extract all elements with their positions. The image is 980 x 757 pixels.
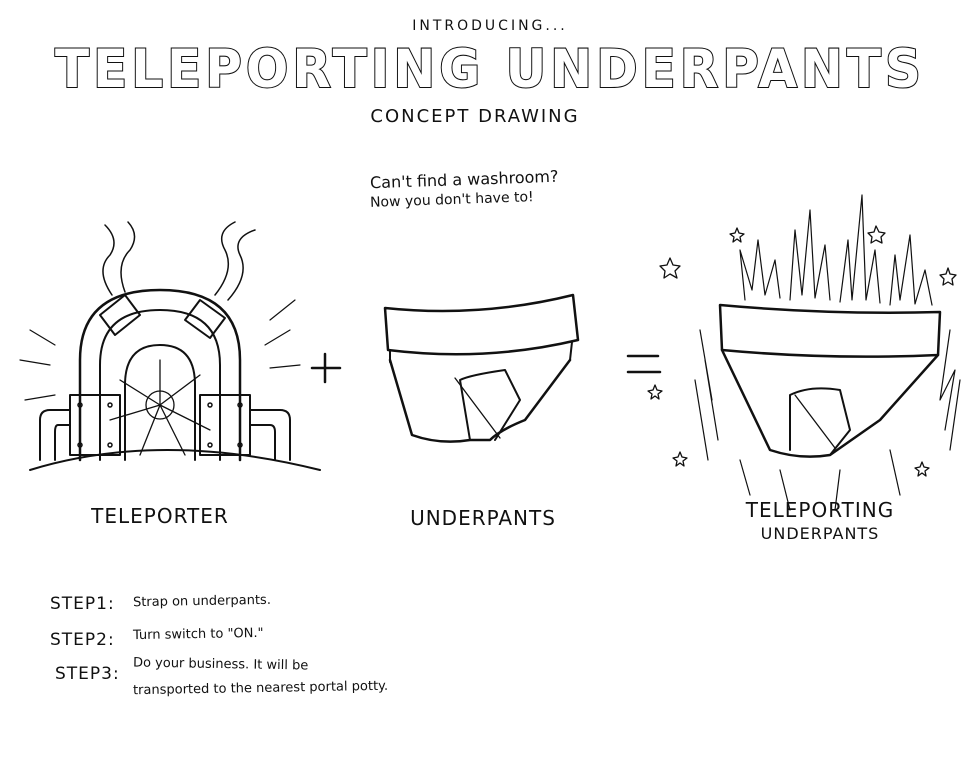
page-title: TELEPORTING UNDERPANTS: [54, 38, 925, 101]
caption-teleporter: TELEPORTER: [91, 504, 229, 528]
step-1-text: Strap on underpants.: [132, 592, 272, 611]
step-2-label: STEP2:: [50, 630, 115, 650]
step-1-label: STEP1:: [50, 594, 115, 614]
step-2-text: Turn switch to "ON.": [132, 625, 264, 644]
intro-text: INTRODUCING...: [412, 18, 568, 34]
step-3-text: Do your business. It will be: [132, 655, 309, 674]
teleporting-underpants-icon: [647, 194, 961, 511]
equals-sign-icon: [626, 354, 662, 374]
underpants-icon: [383, 293, 580, 443]
caption-underpants: UNDERPANTS: [410, 506, 556, 530]
plus-sign-icon: [310, 352, 342, 384]
teleporter-machine-icon: [19, 221, 321, 471]
page-subtitle: CONCEPT DRAWING: [370, 106, 580, 127]
step-3-label: STEP3:: [55, 664, 120, 684]
caption-teleporting-underpants: UNDERPANTS: [760, 524, 880, 543]
caption-teleporting: TELEPORTING: [745, 498, 895, 522]
